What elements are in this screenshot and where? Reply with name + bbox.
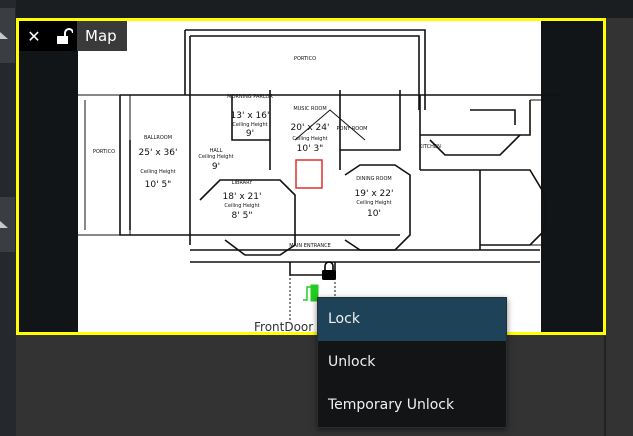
room-label: Ceiling Height <box>140 169 175 175</box>
room-label: Ceiling Height <box>356 200 391 206</box>
room-label: KITCHEN <box>419 144 441 150</box>
right-panel <box>606 18 633 336</box>
menu-item-lock[interactable]: Lock <box>318 298 506 341</box>
room-size: 20' x 24' <box>291 123 330 133</box>
room-label: MUSIC ROOM <box>293 106 326 112</box>
room-label: Ceiling Height <box>198 154 233 160</box>
room-label: MAIN ENTRANCE <box>289 243 331 249</box>
room-label: DINING ROOM <box>356 176 391 182</box>
door-label[interactable]: FrontDoor <box>254 320 314 334</box>
room-label: Ceiling Height <box>232 122 267 128</box>
top-tile-strip <box>16 0 633 18</box>
tile-divider <box>604 336 606 436</box>
menu-item-temporary-unlock[interactable]: Temporary Unlock <box>328 397 455 413</box>
floor-plan-map[interactable] <box>78 21 541 332</box>
room-size: 13' x 16' <box>231 111 270 121</box>
triangle-up-icon <box>0 221 8 228</box>
unlocked-padlock-icon[interactable] <box>49 21 79 51</box>
floor-plan-drawing: PORTICO PORTICO BALLROOM 25' x 36' Ceili… <box>78 29 561 322</box>
room-size: 9' <box>212 162 220 172</box>
door-locked-padlock-icon <box>322 261 336 280</box>
camera-highlight-box <box>295 159 323 189</box>
door-context-menu: Lock Unlock Temporary Unlock <box>317 297 507 428</box>
room-label: PORTICO <box>294 56 316 62</box>
room-size: 10' 5" <box>145 180 172 190</box>
room-label: MORNING PARLOR <box>227 94 273 100</box>
room-size: 8' 5" <box>232 211 253 221</box>
room-size: 19' x 22' <box>355 189 394 199</box>
room-size: 10' <box>367 209 381 219</box>
door-open-icon <box>303 284 319 302</box>
room-size: 10' 3" <box>297 144 324 154</box>
menu-item-unlock[interactable]: Unlock <box>328 354 376 370</box>
tile-title: Map <box>77 21 127 51</box>
map-tile[interactable]: PORTICO PORTICO BALLROOM 25' x 36' Ceili… <box>16 18 606 335</box>
triangle-up-icon <box>0 32 8 39</box>
room-label: Ceiling Height <box>292 136 327 142</box>
room-label: Ceiling Height <box>224 203 259 209</box>
room-label: PORTICO <box>93 149 115 155</box>
tile-header: ✕ Map <box>19 21 127 51</box>
room-size: 18' x 21' <box>223 192 262 202</box>
left-sidebar <box>0 0 16 436</box>
room-size: 9' <box>246 129 254 139</box>
sidebar-collapse-toggle[interactable] <box>0 8 15 63</box>
sidebar-collapse-toggle[interactable] <box>0 197 15 252</box>
room-label: HALL <box>210 148 223 154</box>
room-label: PONY ROOM <box>337 126 368 132</box>
room-label: LIBRARY <box>232 180 254 186</box>
room-label: BALLROOM <box>144 135 172 141</box>
close-icon[interactable]: ✕ <box>27 26 41 46</box>
room-size: 25' x 36' <box>139 148 178 158</box>
